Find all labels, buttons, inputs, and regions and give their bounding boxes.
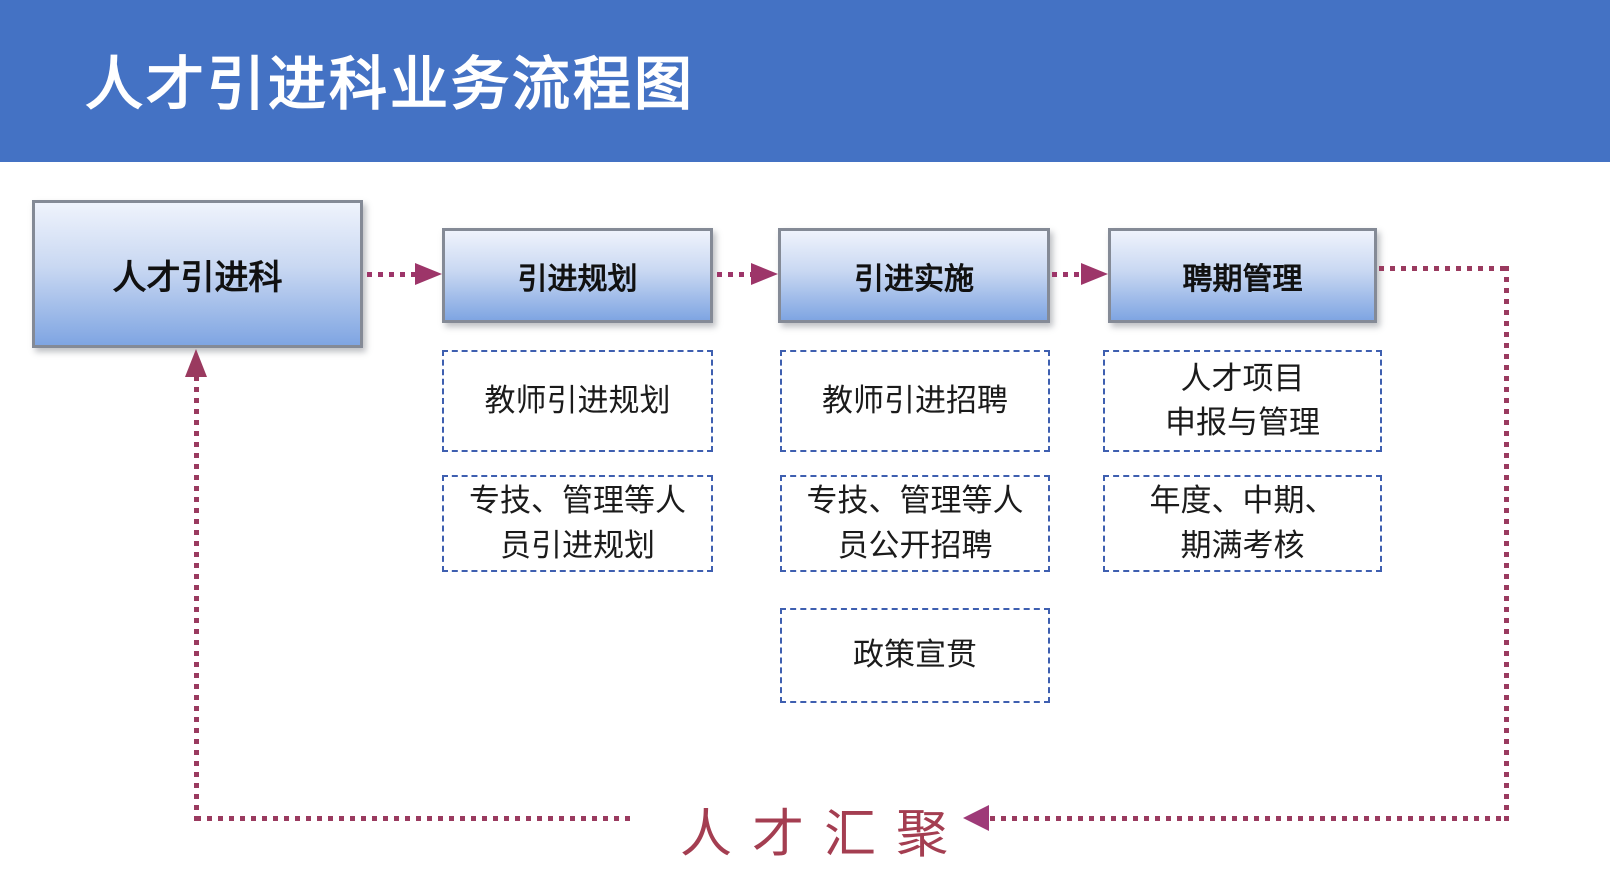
flow-box-label: 聘期管理 xyxy=(1182,262,1303,296)
subitem-label: 专技、管理等人 员公开招聘 xyxy=(806,483,1024,563)
flow-box-label: 引进实施 xyxy=(854,262,974,296)
subitem-label: 人才项目 申报与管理 xyxy=(1165,360,1320,440)
subitem-label: 政策宣贯 xyxy=(853,637,977,673)
dotted-connector xyxy=(367,272,417,277)
loop-label-talent-gathering: 人才汇聚 xyxy=(680,806,969,864)
subitem-periodic-assessment: 年度、中期、 期满考核 xyxy=(1103,475,1382,572)
arrow-right-icon xyxy=(751,263,778,285)
subitem-talent-project-management: 人才项目 申报与管理 xyxy=(1103,350,1382,452)
loop-connector-bottom-right xyxy=(990,816,1508,821)
arrow-up-icon xyxy=(185,349,207,377)
flow-box-intro-planning: 引进规划 xyxy=(442,228,713,323)
subitem-label: 年度、中期、 期满考核 xyxy=(1149,483,1336,563)
dotted-connector xyxy=(1052,272,1082,277)
flow-box-intro-implementation: 引进实施 xyxy=(778,228,1050,323)
subitem-label: 教师引进规划 xyxy=(484,382,671,418)
subitem-label: 专技、管理等人 员引进规划 xyxy=(469,483,686,563)
flow-box-talent-intro-section: 人才引进科 xyxy=(32,200,363,348)
subitem-label: 教师引进招聘 xyxy=(822,382,1008,418)
arrow-right-icon xyxy=(415,263,442,285)
subitem-teacher-intro-recruitment: 教师引进招聘 xyxy=(780,350,1050,452)
subitem-staff-intro-planning: 专技、管理等人 员引进规划 xyxy=(442,475,713,572)
flow-box-employment-management: 聘期管理 xyxy=(1108,228,1377,323)
flow-box-label: 引进规划 xyxy=(517,262,638,296)
subitem-staff-open-recruitment: 专技、管理等人 员公开招聘 xyxy=(780,475,1050,572)
dotted-connector xyxy=(717,272,753,277)
loop-connector-right xyxy=(1504,266,1509,821)
subitem-policy-promotion: 政策宣贯 xyxy=(780,608,1050,703)
subitem-teacher-intro-planning: 教师引进规划 xyxy=(442,350,713,452)
arrow-left-icon xyxy=(963,805,989,831)
arrow-right-icon xyxy=(1081,263,1108,285)
loop-connector-bottom-left xyxy=(196,816,632,821)
loop-connector-top-right xyxy=(1379,266,1508,271)
flow-box-label: 人才引进科 xyxy=(112,258,283,297)
loop-connector-left xyxy=(194,376,199,821)
page-title: 人才引进科业务流程图 xyxy=(85,52,696,117)
title-banner: 人才引进科业务流程图 xyxy=(0,0,1610,162)
